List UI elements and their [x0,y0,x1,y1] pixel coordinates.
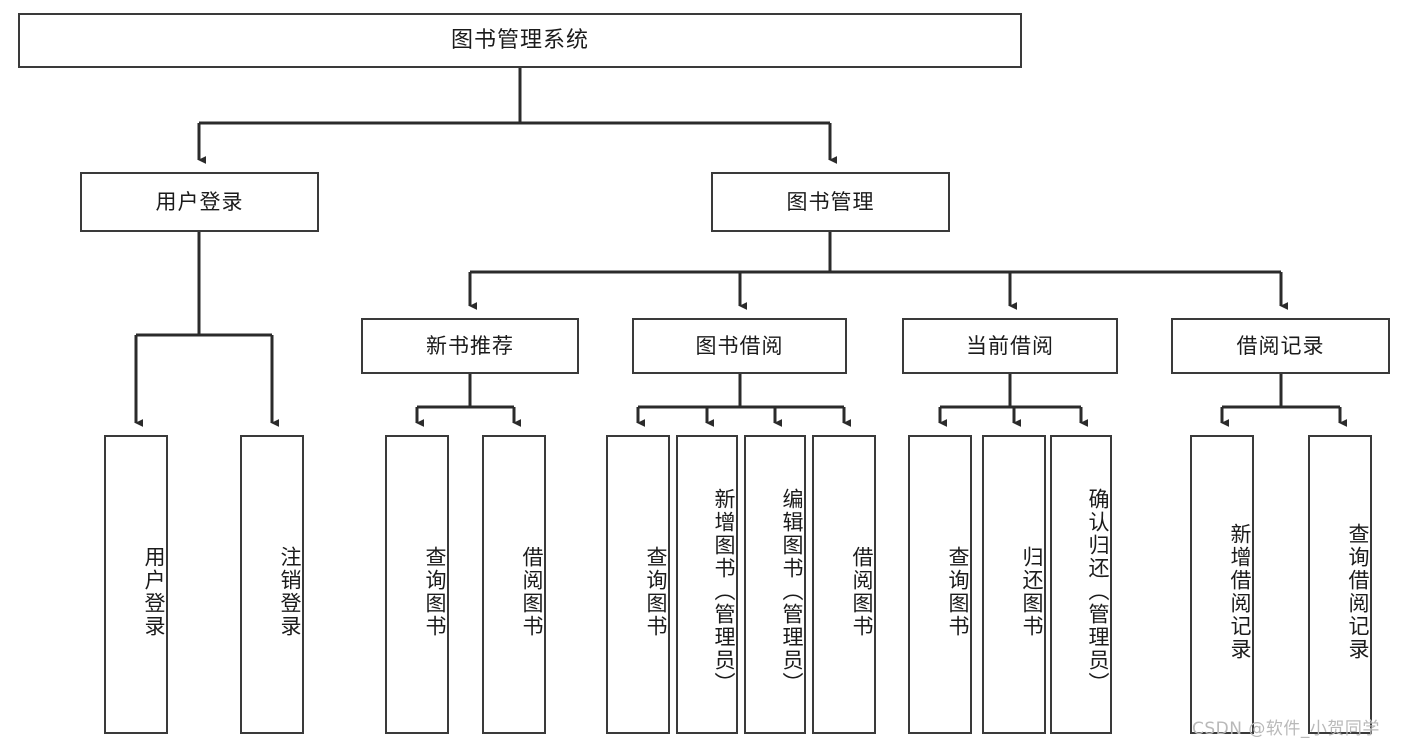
node-user-login[interactable]: 用户登录 [80,172,319,232]
node-current-borrow[interactable]: 当前借阅 [902,318,1118,374]
node-leaf-edit-book-admin[interactable]: 编辑图书（管理员） [744,435,806,734]
node-book-management[interactable]: 图书管理 [711,172,950,232]
node-leaf-query-books-current[interactable]: 查询图书 [908,435,972,734]
node-leaf-borrow-book[interactable]: 借阅图书 [812,435,876,734]
node-borrow-records[interactable]: 借阅记录 [1171,318,1390,374]
node-leaf-return-book[interactable]: 归还图书 [982,435,1046,734]
node-leaf-add-book-admin[interactable]: 新增图书（管理员） [676,435,738,734]
node-leaf-logout[interactable]: 注销登录 [240,435,304,734]
csdn-watermark: CSDN @软件_小贺同学 [1192,719,1380,739]
node-leaf-query-borrow-record[interactable]: 查询借阅记录 [1308,435,1372,734]
node-leaf-query-books-borrow[interactable]: 查询图书 [606,435,670,734]
node-leaf-query-books-rec[interactable]: 查询图书 [385,435,449,734]
node-root-system[interactable]: 图书管理系统 [18,13,1022,68]
node-leaf-borrow-books-rec[interactable]: 借阅图书 [482,435,546,734]
node-book-borrow[interactable]: 图书借阅 [632,318,847,374]
node-leaf-add-borrow-record[interactable]: 新增借阅记录 [1190,435,1254,734]
node-leaf-user-login[interactable]: 用户登录 [104,435,168,734]
node-leaf-confirm-return-admin[interactable]: 确认归还（管理员） [1050,435,1112,734]
node-new-book-recommend[interactable]: 新书推荐 [361,318,579,374]
